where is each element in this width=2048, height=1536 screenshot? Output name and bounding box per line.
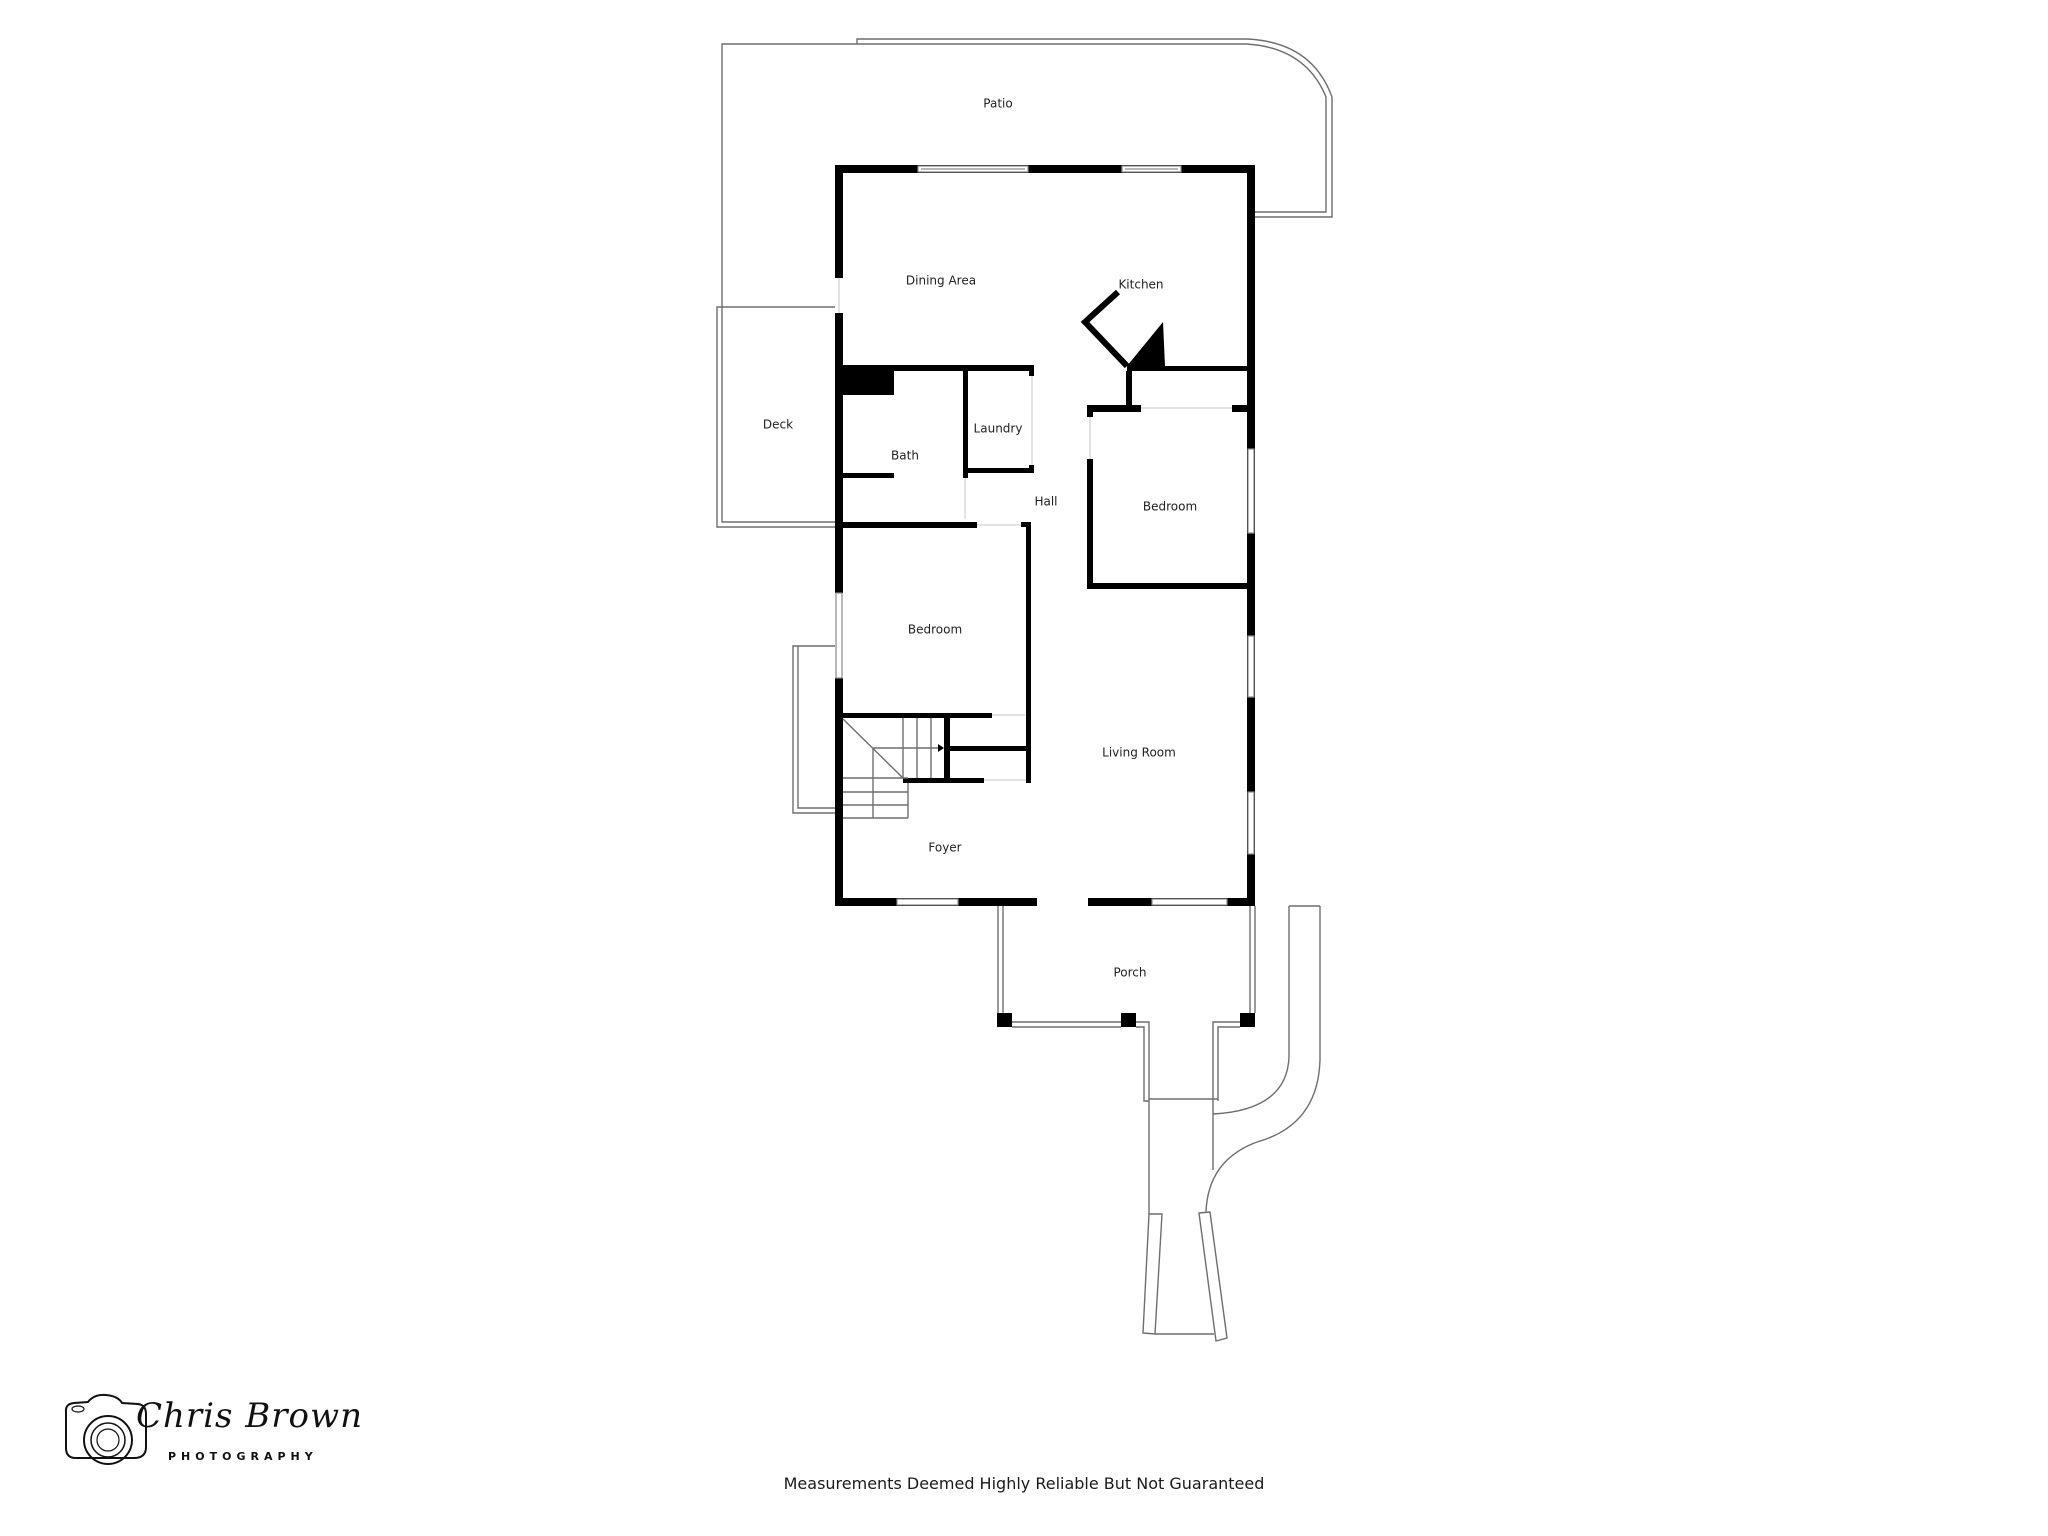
stair-arrow-icon <box>938 744 944 752</box>
camera-icon <box>64 1393 147 1465</box>
room-label-foyer: Foyer <box>928 841 961 855</box>
logo-name: Chris Brown <box>136 1396 364 1436</box>
room-label-kitchen: Kitchen <box>1118 278 1163 292</box>
room-labels: Patio Dining Area Kitchen Deck Bath Laun… <box>763 97 1197 980</box>
measurement-disclaimer: Measurements Deemed Highly Reliable But … <box>0 1474 2048 1493</box>
room-label-deck: Deck <box>763 418 793 432</box>
room-label-hall: Hall <box>1034 495 1057 509</box>
room-label-bedroom-right: Bedroom <box>1143 500 1197 514</box>
logo-subtitle: PHOTOGRAPHY <box>168 1450 318 1463</box>
room-label-porch: Porch <box>1113 966 1146 980</box>
patio-outline <box>721 38 1333 307</box>
side-landing-outline <box>792 645 835 814</box>
room-label-patio: Patio <box>983 97 1012 111</box>
staircase <box>842 718 944 819</box>
deck-outline <box>716 306 835 528</box>
disclaimer-text: Measurements Deemed Highly Reliable But … <box>783 1474 1265 1493</box>
room-label-dining-area: Dining Area <box>906 274 976 288</box>
room-label-laundry: Laundry <box>974 422 1023 436</box>
exterior-walls <box>835 165 1255 906</box>
room-label-bedroom-left: Bedroom <box>908 623 962 637</box>
room-label-living-room: Living Room <box>1102 746 1176 760</box>
porch-structure <box>997 906 1256 1102</box>
room-label-bath: Bath <box>891 449 919 463</box>
windows <box>835 165 1255 906</box>
walkway <box>1142 905 1321 1342</box>
brand-logo: Chris Brown PHOTOGRAPHY <box>60 1392 362 1472</box>
interior-walls <box>843 289 1255 783</box>
